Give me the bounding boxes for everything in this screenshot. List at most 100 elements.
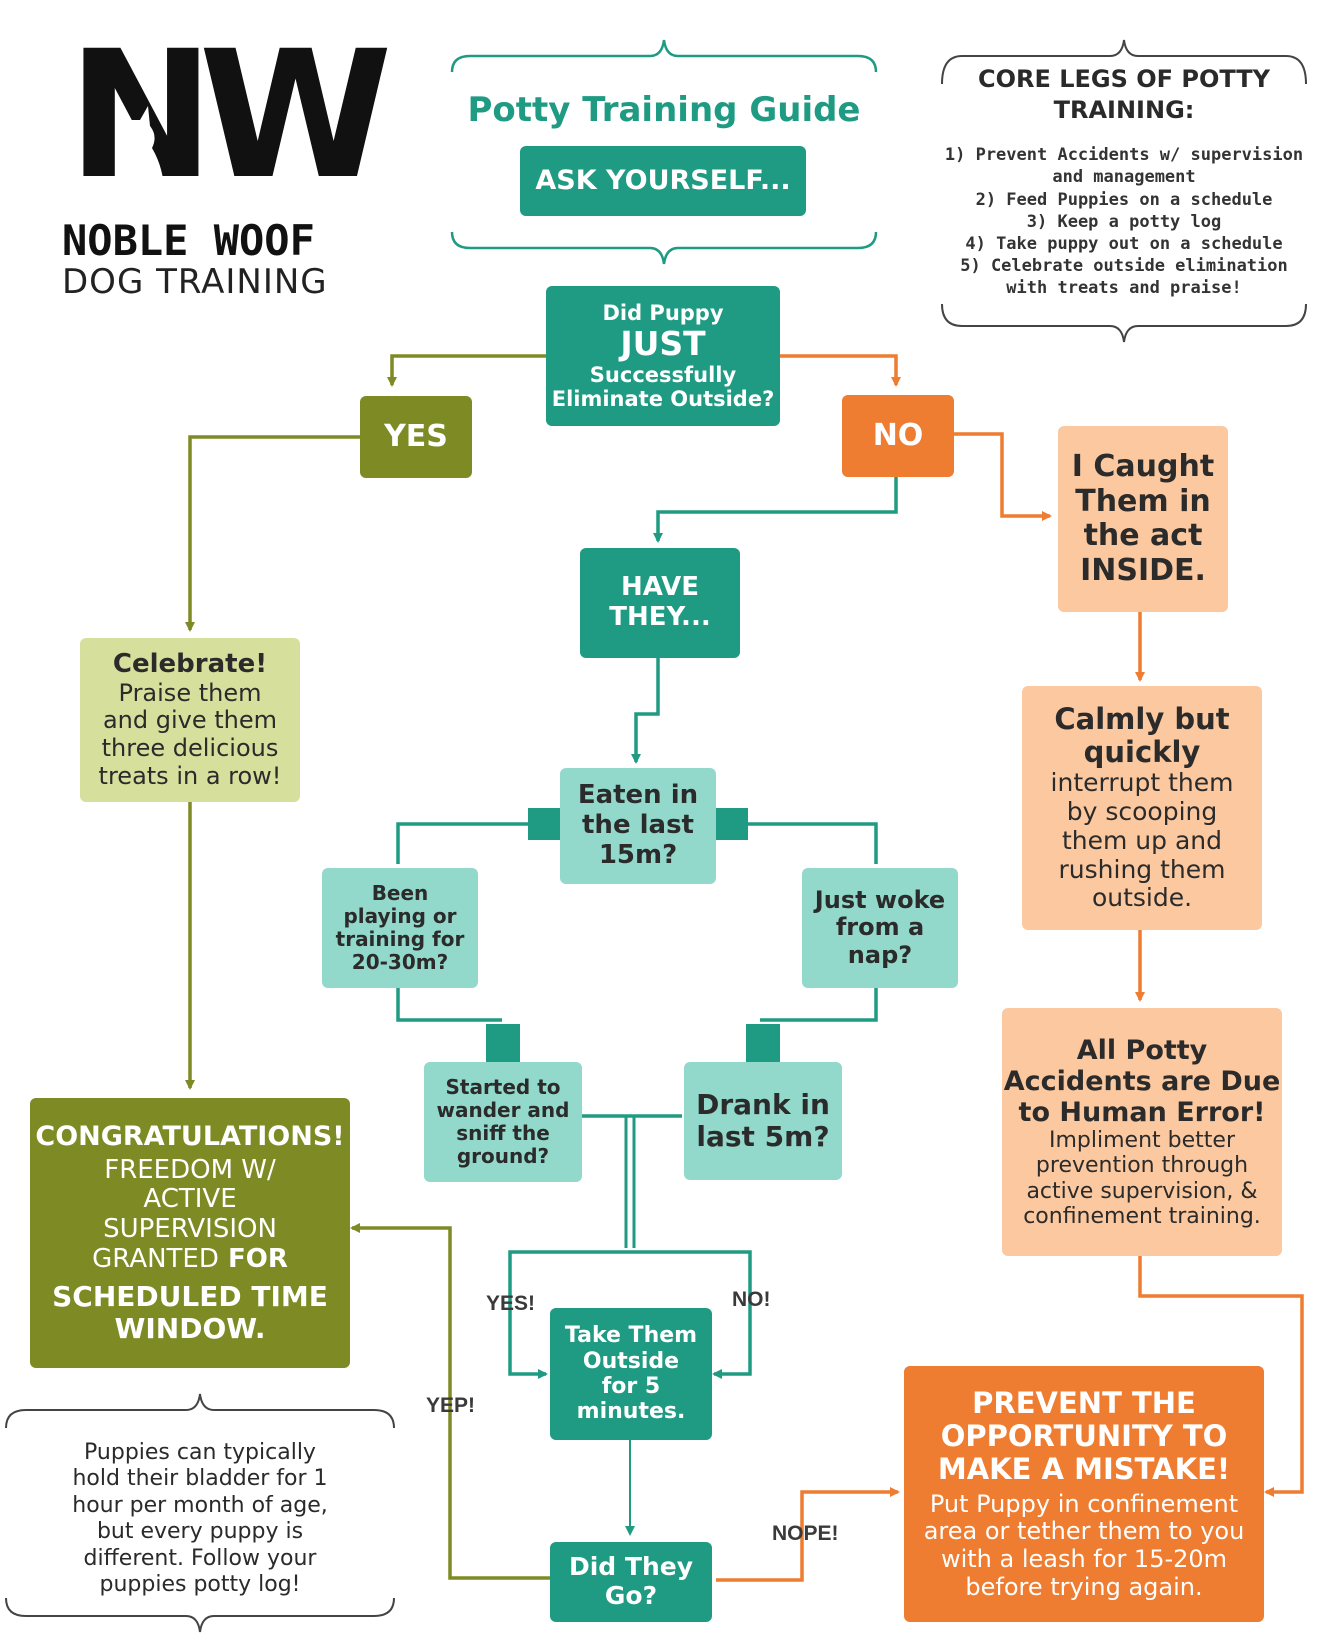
celebrate-line: and give them (102, 706, 278, 735)
take-out-line: Take Them (564, 1323, 698, 1349)
question-line: Eliminate Outside? (551, 387, 775, 412)
no-label: NO (872, 417, 924, 453)
core-legs-item: 3) Keep a potty log (1026, 211, 1222, 232)
no-box: NO (842, 395, 954, 477)
yes-branch-label: YES! (486, 1292, 536, 1315)
dog-silhouette-icon (113, 106, 172, 222)
playing-line: 20-30m? (351, 950, 449, 974)
calmly-line: outside. (1091, 883, 1193, 913)
yes-box: YES (360, 396, 472, 478)
brand-subtitle: DOG TRAINING (62, 262, 328, 302)
take-out-line: minutes. (576, 1399, 686, 1425)
congrats-for: FOR (227, 1244, 288, 1275)
core-legs-panel: CORE LEGS OF POTTY TRAINING: 1) Prevent … (930, 64, 1318, 299)
connector-tab (716, 808, 748, 840)
calmly-interrupt-box: Calmly but quickly interrupt them by sco… (1022, 686, 1262, 930)
woke-line: Just woke (814, 885, 946, 914)
bladder-note-line: Puppies can typically (84, 1440, 316, 1465)
bladder-note-line: hold their bladder for 1 (72, 1466, 328, 1492)
have-they-box: HAVE THEY... (580, 548, 740, 658)
yep-branch-label: YEP! (426, 1394, 476, 1417)
prevent-title-line: MAKE A MISTAKE! (937, 1452, 1231, 1487)
ask-yourself-box: ASK YOURSELF... (520, 146, 806, 216)
have-they-line: HAVE (621, 572, 699, 603)
calmly-line: rushing them (1058, 854, 1226, 884)
calmly-line: by scooping (1066, 797, 1218, 827)
question-line: Did Puppy (602, 300, 724, 325)
prevent-title-line: PREVENT THE (972, 1385, 1196, 1420)
bladder-note: Puppies can typically hold their bladder… (8, 1440, 392, 1598)
caught-inside-box: I Caught Them in the act INSIDE. (1058, 426, 1228, 612)
congrats-line: SUPERVISION (103, 1214, 277, 1245)
congrats-granted-line: GRANTED FOR (92, 1244, 288, 1275)
calmly-line: interrupt them (1050, 768, 1234, 798)
connector-tab (746, 1024, 780, 1062)
did-go-line: Go? (604, 1581, 658, 1610)
drank-line: last 5m? (696, 1120, 830, 1153)
ask-yourself-text: ASK YOURSELF... (535, 165, 791, 197)
eaten-line: the last (582, 810, 694, 841)
eaten-line: 15m? (598, 839, 678, 870)
playing-line: training for (335, 927, 465, 951)
human-error-box: All Potty Accidents are Due to Human Err… (1002, 1008, 1282, 1256)
have-they-line: THEY... (609, 602, 711, 632)
congrats-line: FREEDOM W/ (104, 1154, 276, 1185)
calmly-title-line: quickly (1083, 735, 1201, 770)
bladder-note-line: hour per month of age, (72, 1492, 328, 1518)
congrats-bold-line: SCHEDULED TIME (52, 1280, 328, 1314)
core-legs-item: with treats and praise! (1006, 277, 1242, 298)
take-them-outside-box: Take Them Outside for 5 minutes. (550, 1308, 712, 1440)
core-legs-list: 1) Prevent Accidents w/ supervision and … (930, 144, 1318, 299)
accidents-title-line: to Human Error! (1018, 1096, 1266, 1128)
core-legs-title: CORE LEGS OF POTTY TRAINING: (930, 64, 1318, 126)
prevent-title-line: OPPORTUNITY TO (940, 1419, 1228, 1454)
wander-line: Started to (445, 1075, 561, 1099)
brand-name: NOBLE WOOF (62, 216, 315, 265)
bladder-note-line: puppies potty log! (99, 1571, 301, 1597)
core-legs-item: 2) Feed Puppies on a schedule (975, 189, 1273, 210)
congrats-granted: GRANTED (92, 1244, 219, 1275)
did-they-go-box: Did They Go? (550, 1542, 712, 1622)
caught-line: Them in (1075, 483, 1211, 519)
wander-line: ground? (456, 1144, 550, 1168)
playing-line: playing or (343, 904, 457, 928)
drank-box: Drank in last 5m? (684, 1062, 842, 1180)
no-branch-label: NO! (732, 1288, 771, 1311)
accidents-title-line: Accidents are Due (1003, 1065, 1281, 1097)
playing-box: Been playing or training for 20-30m? (322, 868, 478, 988)
take-out-line: Outside (582, 1348, 680, 1374)
nope-branch-label: NOPE! (772, 1522, 839, 1545)
celebrate-box: Celebrate! Praise them and give them thr… (80, 638, 300, 802)
celebrate-line: three delicious (101, 733, 279, 762)
prevent-line: before trying again. (965, 1572, 1203, 1601)
prevent-opportunity-box: PREVENT THE OPPORTUNITY TO MAKE A MISTAK… (904, 1366, 1264, 1622)
celebrate-line: Praise them (118, 678, 262, 707)
prevent-line: area or tether them to you (923, 1517, 1245, 1546)
prevent-line: Put Puppy in confinement (929, 1489, 1239, 1518)
core-legs-item: and management (1052, 167, 1196, 188)
congratulations-box: CONGRATULATIONS! FREEDOM W/ ACTIVE SUPER… (30, 1098, 350, 1368)
caught-line: I Caught (1071, 449, 1215, 484)
drank-line: Drank in (696, 1087, 830, 1121)
take-out-line: for 5 (601, 1374, 661, 1399)
accidents-line: prevention through (1035, 1153, 1249, 1179)
prevent-line: with a leash for 15-20m (940, 1545, 1228, 1574)
guide-title: Potty Training Guide (467, 90, 861, 130)
noble-woof-logo: NW NOBLE WOOF DOG TRAINING (62, 28, 393, 303)
question-emphasis: JUST (620, 323, 706, 363)
core-legs-title-line: CORE LEGS OF POTTY (977, 65, 1271, 93)
congrats-title: CONGRATULATIONS! (35, 1120, 345, 1152)
accidents-line: active supervision, & (1026, 1178, 1258, 1204)
wander-line: wander and (436, 1098, 570, 1122)
celebrate-title: Celebrate! (112, 648, 268, 679)
core-legs-item: 1) Prevent Accidents w/ supervision (944, 145, 1304, 166)
congrats-bold-line: WINDOW. (114, 1312, 266, 1346)
woke-box: Just woke from a nap? (802, 868, 958, 988)
calmly-title-line: Calmly but (1054, 701, 1230, 736)
accidents-title-line: All Potty (1076, 1034, 1208, 1066)
playing-line: Been (371, 881, 429, 905)
yes-label: YES (384, 418, 448, 454)
bladder-note-line: but every puppy is (96, 1519, 304, 1545)
core-legs-title-line: TRAINING: (1053, 96, 1195, 125)
